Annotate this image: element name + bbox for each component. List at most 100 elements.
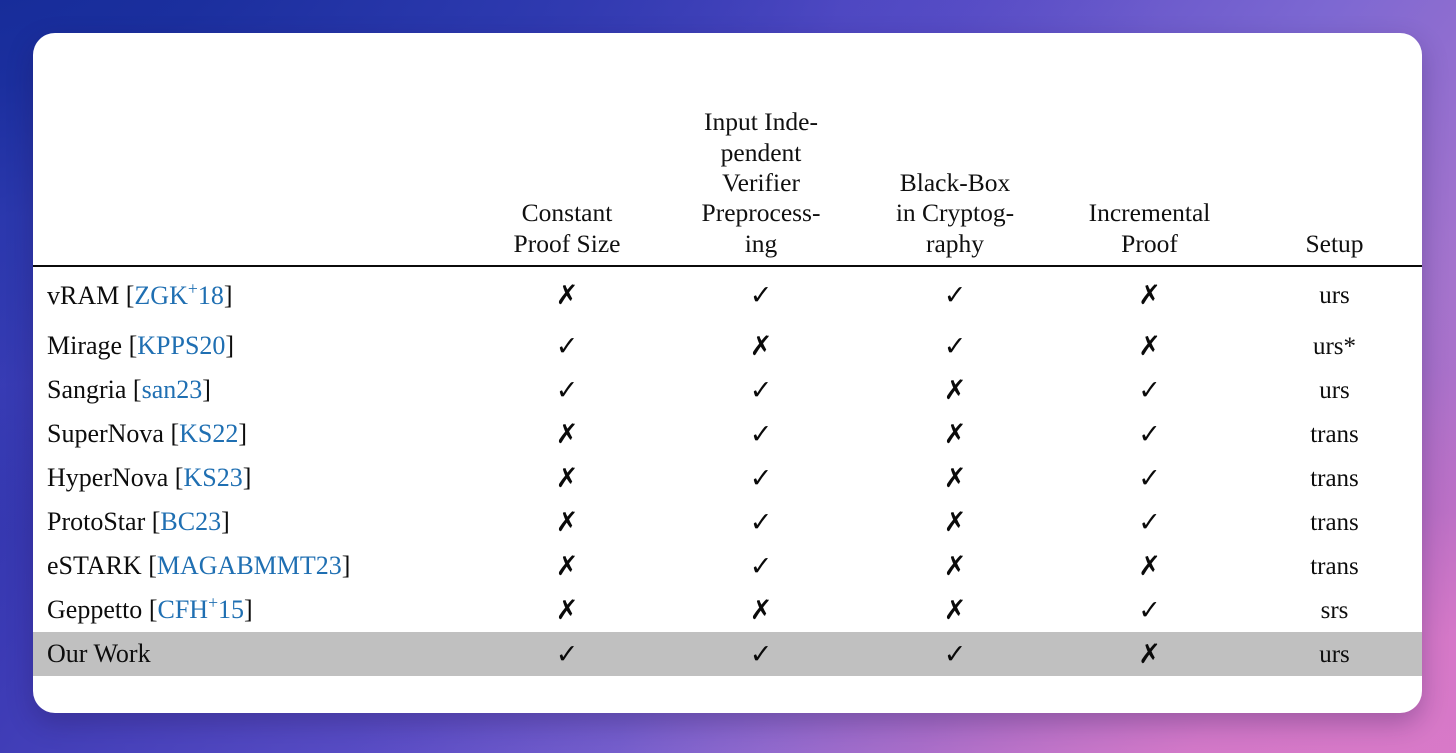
- check-icon-input-independent-verifier-preprocessing: ✓: [749, 506, 773, 538]
- column-header-input-independent-verifier-preprocessing: Input Inde- pendent Verifier Preprocess-…: [664, 33, 858, 266]
- column-header-setup: Setup: [1247, 33, 1422, 266]
- column-header-constant-proof-size: Constant Proof Size: [470, 33, 664, 266]
- cross-icon-constant-proof-size: ✗: [555, 506, 579, 538]
- citation-bracket-close: ]: [341, 551, 351, 580]
- header-line: ing: [744, 228, 778, 258]
- citation-link[interactable]: KS22: [179, 419, 239, 448]
- citation-bracket-open: [: [163, 419, 180, 448]
- cell-setup: srs: [1320, 596, 1349, 624]
- scheme-name: ProtoStar: [47, 507, 146, 536]
- citation-bracket-open: [: [145, 507, 161, 536]
- citation-bracket-close: ]: [238, 419, 248, 448]
- row-label-scheme: vRAM [ZGK+18]: [33, 266, 470, 324]
- scheme-name: Mirage: [47, 331, 123, 360]
- citation-link[interactable]: MAGABMMT23: [156, 551, 342, 580]
- check-icon-constant-proof-size: ✓: [555, 374, 579, 406]
- header-line: raphy: [925, 228, 985, 258]
- citation-bracket-open: [: [122, 331, 138, 360]
- citation-link[interactable]: BC23: [160, 507, 222, 536]
- cross-icon-black-box-in-cryptography: ✗: [943, 506, 967, 538]
- check-icon-input-independent-verifier-preprocessing: ✓: [749, 418, 773, 450]
- header-line: Proof Size: [513, 228, 621, 258]
- row-label-scheme: ProtoStar [BC23]: [33, 500, 470, 544]
- cross-icon-input-independent-verifier-preprocessing: ✗: [749, 330, 773, 362]
- citation-superscript: +: [208, 592, 219, 613]
- column-header-scheme: [33, 33, 470, 266]
- cross-icon-incremental-proof: ✗: [1138, 330, 1161, 362]
- cross-icon-incremental-proof: ✗: [1138, 280, 1161, 311]
- citation-link[interactable]: CFH+15: [157, 592, 245, 624]
- citation-bracket-open: [: [126, 375, 142, 404]
- citation-bracket-close: ]: [242, 463, 252, 492]
- citation-link[interactable]: KS23: [183, 463, 243, 492]
- table-row: Our Work✓✓✓✗urs: [33, 632, 1422, 676]
- citation-bracket-open: [: [142, 595, 158, 624]
- citation-bracket-open: [: [119, 280, 135, 310]
- row-label-scheme: SuperNova [KS22]: [33, 412, 470, 456]
- table-row: ProtoStar [BC23]✗✓✗✓trans: [33, 500, 1422, 544]
- row-label-scheme: Sangria [san23]: [33, 368, 470, 412]
- check-icon-input-independent-verifier-preprocessing: ✓: [749, 280, 773, 311]
- citation-bracket-close: ]: [225, 331, 235, 360]
- table-row: Sangria [san23]✓✓✗✓urs: [33, 368, 1422, 412]
- check-icon-incremental-proof: ✓: [1138, 374, 1161, 406]
- column-header-black-box-in-cryptography: Black-Box in Cryptog- raphy: [858, 33, 1052, 266]
- citation-link[interactable]: ZGK+18: [134, 277, 224, 310]
- header-line: Black-Box: [899, 167, 1011, 197]
- check-icon-incremental-proof: ✓: [1138, 418, 1161, 450]
- header-row: Constant Proof Size Input Inde- pendent …: [33, 33, 1422, 266]
- cross-icon-incremental-proof: ✗: [1052, 632, 1247, 676]
- citation-year: 15: [218, 595, 245, 624]
- cell-setup: urs: [1319, 376, 1350, 404]
- row-label-scheme: Our Work: [33, 632, 470, 676]
- check-icon-constant-proof-size: ✓: [555, 330, 579, 362]
- check-icon-black-box-in-cryptography: ✓: [858, 632, 1052, 676]
- check-icon-black-box-in-cryptography: ✓: [943, 330, 967, 362]
- check-icon-incremental-proof: ✓: [1138, 506, 1161, 538]
- header-line: Incremental: [1088, 198, 1211, 228]
- table-row: SuperNova [KS22]✗✓✗✓trans: [33, 412, 1422, 456]
- comparison-table-card: Constant Proof Size Input Inde- pendent …: [33, 33, 1422, 713]
- check-icon-input-independent-verifier-preprocessing: ✓: [749, 550, 773, 582]
- scheme-name: HyperNova: [47, 463, 169, 492]
- cross-icon-incremental-proof: ✗: [1138, 550, 1161, 582]
- scheme-name: eSTARK: [47, 551, 142, 580]
- citation-superscript: +: [187, 277, 198, 298]
- header-line: Preprocess-: [701, 198, 821, 228]
- header-line: pendent: [720, 137, 802, 167]
- cell-setup: trans: [1310, 552, 1359, 580]
- citation-bracket-close: ]: [202, 375, 211, 404]
- row-label-scheme: HyperNova [KS23]: [33, 456, 470, 500]
- cross-icon-constant-proof-size: ✗: [555, 462, 579, 494]
- header-line: Constant: [521, 198, 613, 228]
- header-line: Verifier: [722, 167, 800, 197]
- cross-icon-input-independent-verifier-preprocessing: ✗: [749, 594, 773, 626]
- citation-bracket-open: [: [141, 551, 157, 580]
- table-header: Constant Proof Size Input Inde- pendent …: [33, 33, 1422, 266]
- cross-icon-constant-proof-size: ✗: [555, 418, 579, 450]
- cross-icon-black-box-in-cryptography: ✗: [943, 462, 967, 494]
- scheme-name: Geppetto: [47, 595, 143, 624]
- table-row: Mirage [KPPS20] ✓ ✗ ✓ ✗ urs*: [33, 324, 1422, 368]
- check-icon-constant-proof-size: ✓: [470, 632, 664, 676]
- check-icon-input-independent-verifier-preprocessing: ✓: [749, 462, 773, 494]
- cell-setup: urs: [1247, 632, 1422, 676]
- column-header-incremental-proof: Incremental Proof: [1052, 33, 1247, 266]
- table-row: vRAM [ZGK+18]✗✓✓✗urs: [33, 266, 1422, 324]
- scheme-name: Sangria: [47, 375, 127, 404]
- cell-setup: urs*: [1312, 332, 1357, 360]
- cross-icon-black-box-in-cryptography: ✗: [943, 550, 967, 582]
- check-icon-black-box-in-cryptography: ✓: [943, 280, 967, 311]
- citation-link[interactable]: KPPS20: [137, 331, 226, 360]
- citation-year: 18: [197, 280, 224, 310]
- cross-icon-black-box-in-cryptography: ✗: [943, 374, 967, 406]
- row-label-scheme: eSTARK [MAGABMMT23]: [33, 544, 470, 588]
- citation-link[interactable]: san23: [141, 375, 203, 404]
- citation-bracket-close: ]: [244, 595, 253, 624]
- cross-icon-constant-proof-size: ✗: [555, 550, 579, 582]
- scheme-name: Our Work: [47, 639, 151, 668]
- header-line: in Cryptog-: [895, 198, 1015, 228]
- cell-setup: urs: [1319, 282, 1350, 309]
- check-icon-input-independent-verifier-preprocessing: ✓: [664, 632, 858, 676]
- check-icon-incremental-proof: ✓: [1138, 462, 1161, 494]
